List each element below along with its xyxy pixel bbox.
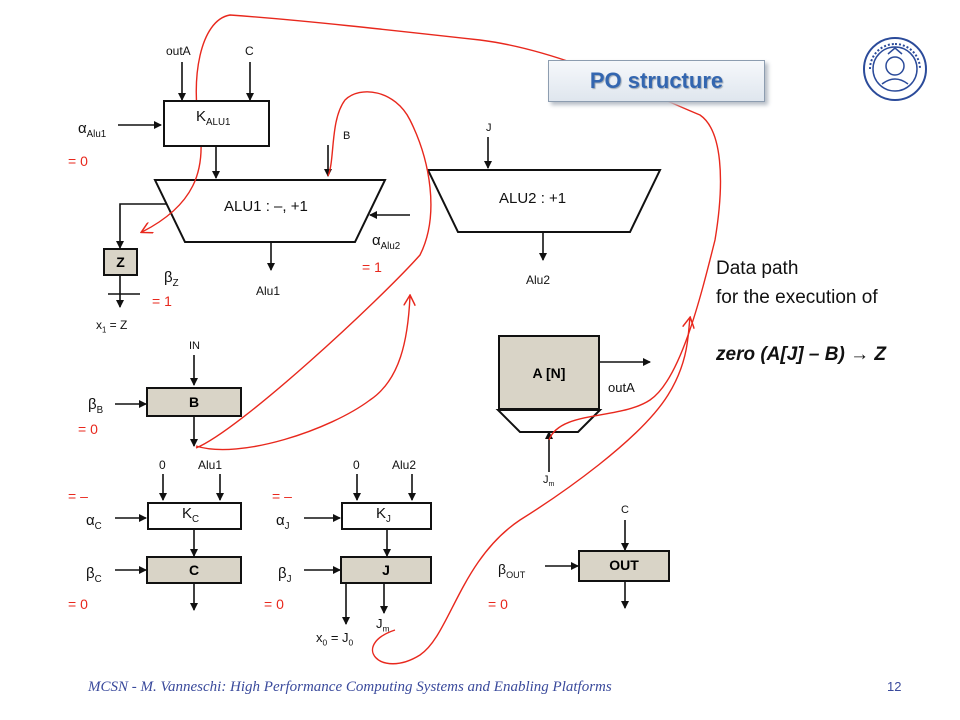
reg-c-wires (115, 474, 224, 611)
alu1-body-label: ALU1 : –, +1 (224, 198, 308, 215)
alu2-alpha-value: = 1 (362, 259, 382, 275)
alu1-in-outa: outA (166, 44, 191, 58)
k-alu1-box (163, 100, 270, 147)
reg-j-beta: βJ (278, 565, 292, 585)
reg-out-input: C (621, 504, 629, 516)
reg-j-beta-value: = 0 (264, 596, 284, 612)
reg-b-input: IN (189, 340, 200, 352)
reg-c: C (146, 556, 242, 584)
description-line-1: Data path (716, 258, 799, 279)
page-number: 12 (887, 679, 902, 694)
mux-j-in0: 0 (353, 458, 360, 472)
mux-c-box (147, 502, 242, 530)
reg-z-output: x1 = Z (96, 318, 128, 335)
mux-j-label: KJ (376, 505, 391, 525)
mux-c-in1: Alu1 (198, 458, 223, 472)
reg-j-wires (304, 474, 416, 625)
reg-b-wires (115, 355, 198, 447)
mux-j-alpha-value: = – (272, 488, 292, 504)
alu1-input-b: B (343, 130, 351, 142)
mux-c-label: KC (182, 505, 200, 525)
reg-b: B (146, 387, 242, 417)
alu2-input-j: J (486, 122, 492, 134)
reg-out-beta: βOUT (498, 561, 526, 580)
reg-c-beta-value: = 0 (68, 596, 88, 612)
reg-out: OUT (578, 550, 670, 582)
reg-z: Z (103, 248, 138, 276)
reg-z-beta-value: = 1 (152, 293, 172, 309)
alu1-alpha: αAlu1 (78, 120, 107, 140)
alu2-body-label: ALU2 : +1 (499, 190, 567, 207)
data-path-trace (142, 14, 722, 665)
reg-z-beta: βZ (164, 269, 179, 289)
reg-j: J (340, 556, 432, 584)
slide-title-box: PO structure (548, 60, 765, 102)
alu1-shape (153, 179, 387, 243)
alu1-alpha-value: = 0 (68, 153, 88, 169)
mux-c-alpha: αC (86, 512, 102, 532)
alu2-alpha: αAlu2 (372, 232, 401, 252)
description-line-2: for the execution of (716, 287, 878, 308)
description-line-3: zero (A[J] – B) → Z (716, 344, 886, 365)
alu2-output: Alu2 (526, 273, 551, 287)
alu2-wires (484, 137, 547, 261)
mux-j-alpha: αJ (276, 512, 290, 532)
reg-b-beta: βB (88, 396, 104, 416)
alu1-in-c: C (245, 44, 254, 58)
mem-a-input: Jm (543, 474, 555, 489)
mem-a: A [N] (498, 335, 600, 410)
reg-out-wires (545, 520, 629, 609)
slide-footer: MCSN - M. Vanneschi: High Performance Co… (88, 679, 612, 695)
university-seal-icon (863, 37, 927, 101)
mux-c-alpha-value: = – (68, 488, 88, 504)
mem-a-output: outA (608, 380, 635, 395)
reg-j-out-jm: Jm (376, 616, 390, 634)
mux-j-in1: Alu2 (392, 458, 417, 472)
reg-c-beta: βC (86, 565, 102, 585)
k-alu1-label: KALU1 (196, 108, 231, 128)
mem-a-decoder (495, 409, 603, 433)
reg-out-beta-value: = 0 (488, 596, 508, 612)
reg-b-beta-value: = 0 (78, 421, 98, 437)
mux-j-box (341, 502, 432, 530)
alu1-wires (108, 62, 410, 308)
mux-c-in0: 0 (159, 458, 166, 472)
alu1-output: Alu1 (256, 284, 281, 298)
slide-title: PO structure (589, 68, 724, 93)
alu2-shape (426, 169, 662, 233)
reg-j-out-x0: x0 = J0 (316, 630, 354, 648)
